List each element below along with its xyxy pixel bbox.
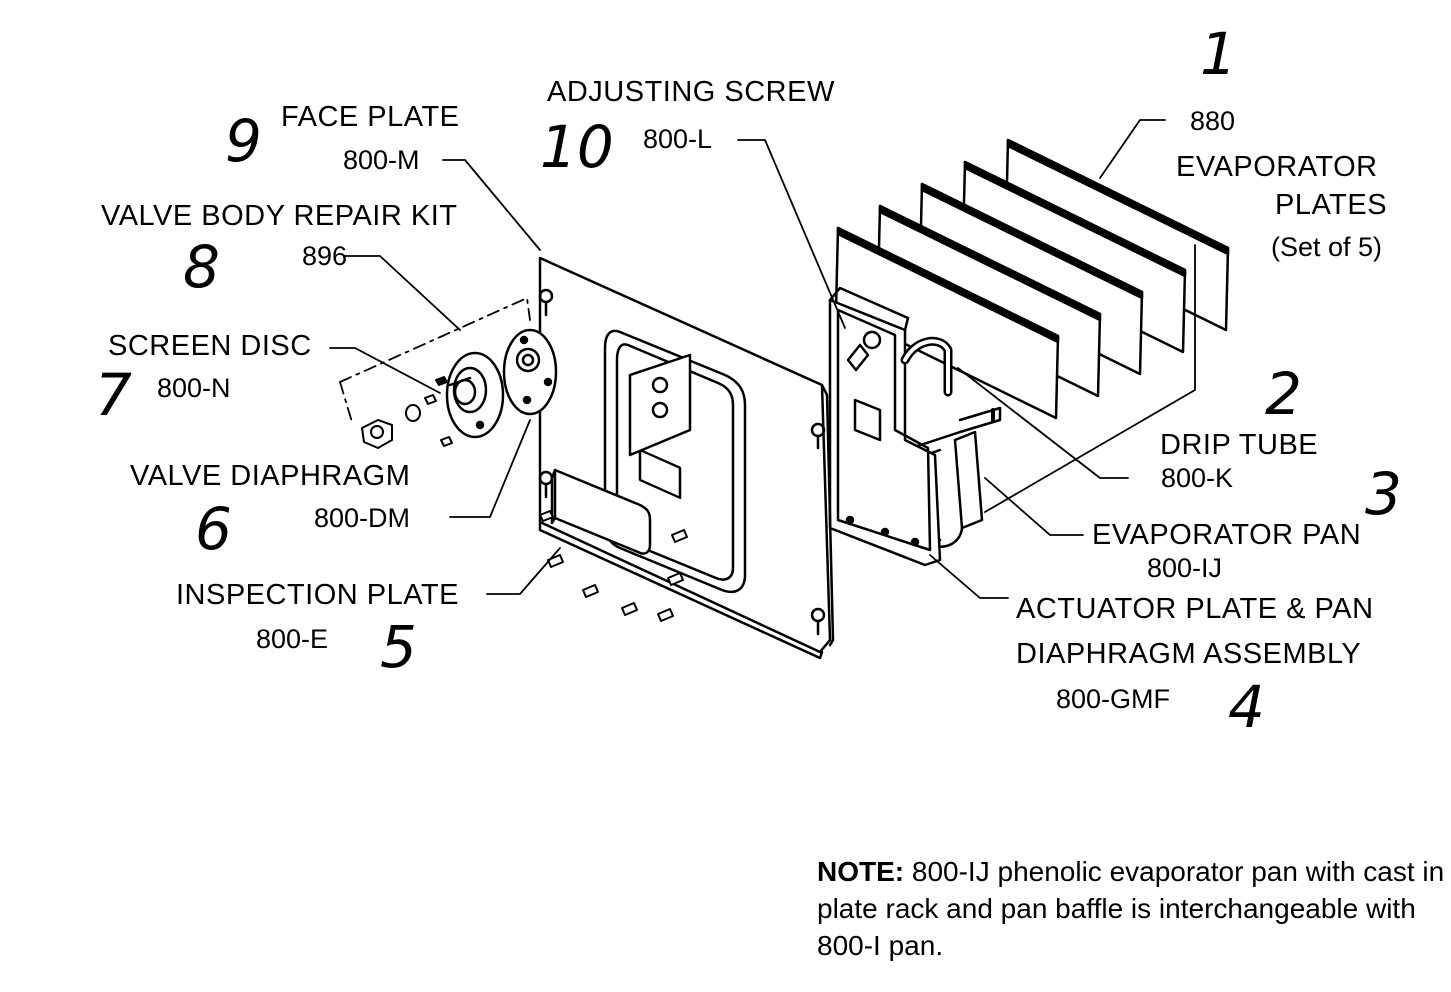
callout-number-9: 9 — [225, 107, 262, 175]
evaporator-plates-label-1: EVAPORATOR — [1176, 151, 1378, 183]
callout-number-5: 5 — [380, 613, 417, 681]
valve-body-kit-part: 896 — [302, 241, 348, 271]
valve-body-kit-label: VALVE BODY REPAIR KIT — [101, 200, 458, 232]
valve-diaphragm-label: VALVE DIAPHRAGM — [130, 460, 411, 492]
inspection-plate-part: 800-E — [256, 624, 329, 654]
evaporator-pan-label: EVAPORATOR PAN — [1092, 519, 1362, 551]
callout-number-7: 7 — [95, 361, 132, 429]
actuator-plate-assembly — [828, 286, 942, 567]
face-plate-part: 800-M — [343, 145, 420, 175]
drip-tube — [900, 336, 953, 397]
evaporator-pan-part: 800-IJ — [1147, 553, 1223, 583]
valve-body — [445, 351, 505, 439]
actuator-plate-label-2: DIAPHRAGM ASSEMBLY — [1016, 638, 1362, 670]
actuator-plate-part: 800-GMF — [1056, 684, 1171, 714]
callout-number-3: 3 — [1365, 460, 1402, 528]
adjusting-screw-label: ADJUSTING SCREW — [547, 76, 835, 108]
callout-number-8: 8 — [183, 233, 220, 301]
drip-tube-label: DRIP TUBE — [1160, 429, 1319, 461]
callout-number-2: 2 — [1265, 360, 1302, 428]
face-plate — [538, 256, 835, 660]
valve-diaphragm-part: 800-DM — [314, 503, 411, 533]
face-plate-label: FACE PLATE — [281, 101, 460, 133]
screen-disc-parts — [361, 376, 453, 449]
evaporator-plates-label-2: PLATES — [1275, 189, 1388, 221]
evaporator-plates-label-3: (Set of 5) — [1271, 232, 1383, 262]
evaporator-plates-part: 880 — [1190, 106, 1236, 136]
callout-number-6: 6 — [195, 495, 232, 563]
inspection-plate-label: INSPECTION PLATE — [176, 579, 460, 611]
callout-number-10: 10 — [540, 113, 614, 181]
leader-lines — [329, 119, 1196, 599]
note-text: NOTE: 800-IJ phenolic evaporator pan wit… — [817, 853, 1447, 964]
evaporator-plates — [834, 138, 1230, 420]
note-body: 800-IJ phenolic evaporator pan with cast… — [817, 856, 1445, 961]
adjusting-screw-part: 800-L — [643, 124, 713, 154]
callout-number-4: 4 — [1228, 673, 1265, 741]
valve-kit-boundary — [339, 297, 531, 383]
drip-tube-part: 800-K — [1161, 463, 1234, 493]
actuator-plate-label-1: ACTUATOR PLATE & PAN — [1016, 593, 1374, 625]
callout-number-1: 1 — [1200, 20, 1237, 88]
inspection-plate — [550, 468, 652, 555]
valve-diaphragm — [502, 328, 558, 416]
screen-disc-label: SCREEN DISC — [108, 330, 312, 362]
note-prefix: NOTE: — [817, 856, 905, 887]
inspection-screws — [539, 510, 688, 622]
screen-disc-part: 800-N — [157, 373, 231, 403]
